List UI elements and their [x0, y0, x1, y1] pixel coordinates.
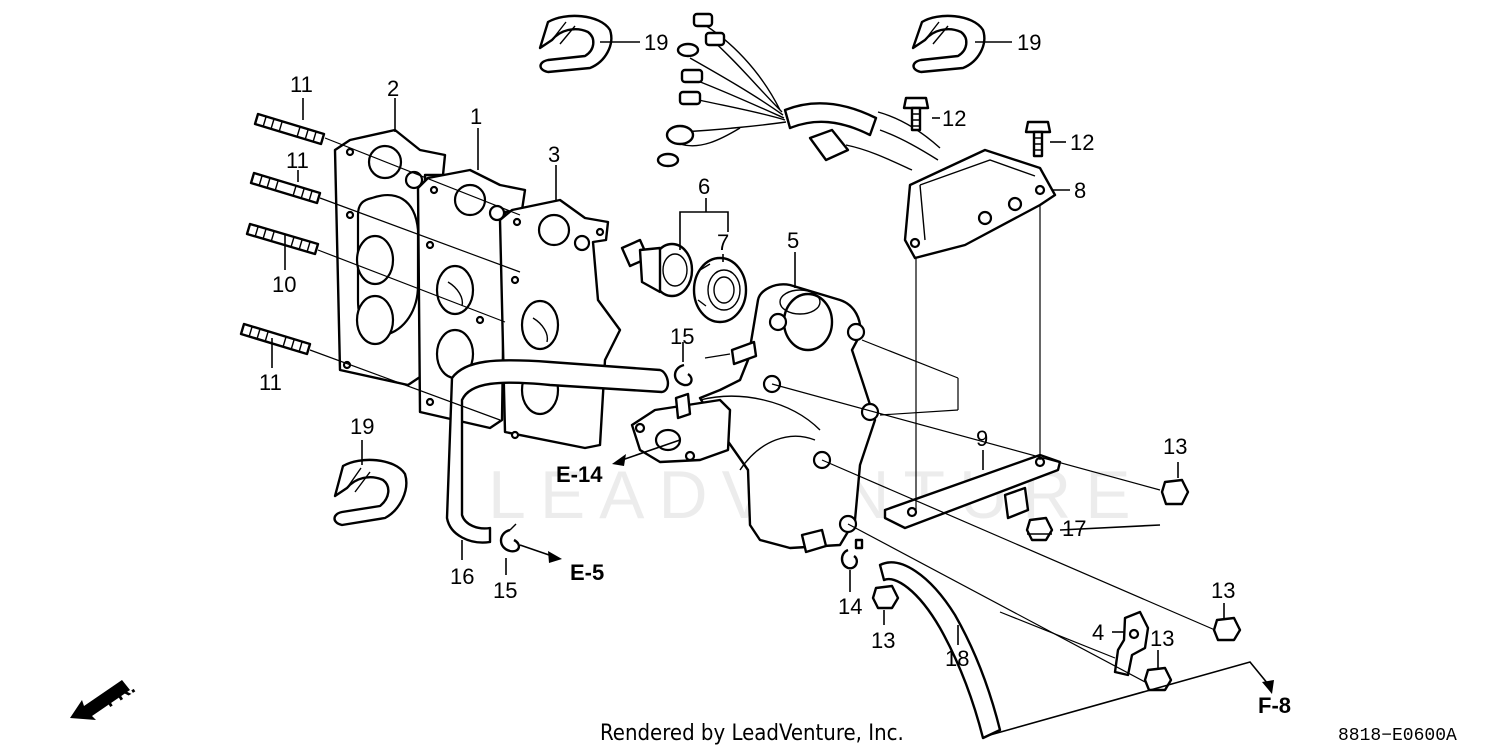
callout-11-c: 11	[259, 370, 282, 395]
callout-12-b: 12	[1070, 130, 1094, 155]
callout-7: 7	[717, 230, 729, 255]
gasket-part-3[interactable]	[498, 198, 622, 450]
clamp-part-19-left-top[interactable]	[538, 14, 613, 74]
callout-13-d: 13	[1150, 626, 1174, 651]
callout-18: 18	[945, 646, 969, 671]
nut-part-13-c[interactable]	[1212, 616, 1242, 642]
housing-part-5[interactable]	[698, 283, 880, 550]
plate-part-4[interactable]	[1113, 610, 1150, 677]
hose-part-18[interactable]	[878, 561, 1002, 740]
stud-part-10[interactable]	[245, 222, 320, 256]
callout-15-b: 15	[493, 578, 517, 603]
callout-15-a: 15	[670, 324, 694, 349]
callout-10: 10	[272, 272, 296, 297]
callout-11-b: 11	[286, 148, 309, 173]
diagram-code: 8818−E0600A	[1338, 726, 1457, 746]
clamp-part-19-left-bottom[interactable]	[333, 458, 408, 527]
gasket-part-2[interactable]	[333, 128, 447, 387]
stud-part-11-top[interactable]	[253, 112, 326, 146]
bracket-part-9[interactable]	[883, 453, 1062, 530]
clamp-part-19-right-top[interactable]	[911, 14, 986, 74]
leader-lines	[70, 41, 1274, 736]
callout-labels: 19 19 19 11 11 10 11 2 1 3 6 7 5 12 12 8…	[259, 30, 1235, 671]
callout-4: 4	[1092, 620, 1104, 645]
bolt-part-12-right[interactable]	[1024, 120, 1052, 158]
callout-16: 16	[450, 564, 474, 589]
nut-part-13-d[interactable]	[1143, 666, 1173, 692]
callout-11-a: 11	[290, 72, 313, 97]
front-arrow-icon	[70, 680, 130, 720]
callout-3: 3	[548, 142, 560, 167]
callout-9: 9	[976, 426, 988, 451]
washer-part-14[interactable]	[840, 538, 864, 570]
ignition-module-part-8[interactable]	[903, 148, 1057, 260]
stud-part-11-bottom[interactable]	[239, 322, 312, 356]
callout-8: 8	[1074, 178, 1086, 203]
nut-part-17[interactable]	[1025, 516, 1054, 542]
hose-part-16[interactable]	[445, 359, 670, 544]
ref-e5[interactable]: E-5	[570, 560, 604, 585]
stud-part-11-second[interactable]	[249, 171, 322, 205]
callout-6: 6	[698, 174, 710, 199]
callout-19-c: 19	[350, 414, 374, 439]
callout-1: 1	[470, 104, 482, 129]
clip-part-15-bottom[interactable]	[499, 523, 521, 553]
credit-text: Rendered by LeadVenture, Inc.	[600, 721, 904, 746]
wire-harness[interactable]	[656, 12, 941, 171]
fitting-connector[interactable]	[800, 528, 828, 554]
thermostat-part-6[interactable]	[620, 238, 694, 298]
ref-f8[interactable]: F-8	[1258, 693, 1291, 718]
ref-e14[interactable]: E-14	[556, 462, 603, 487]
nut-part-13-a[interactable]	[1160, 478, 1190, 506]
callout-19-b: 19	[1017, 30, 1041, 55]
callout-17: 17	[1062, 516, 1086, 541]
clip-part-15-top[interactable]	[673, 363, 693, 387]
callout-19-a: 19	[644, 30, 668, 55]
bolt-part-12-left[interactable]	[902, 96, 930, 132]
callout-12-a: 12	[942, 106, 966, 131]
callout-5: 5	[787, 228, 799, 253]
outlet-flange[interactable]	[630, 392, 732, 464]
callout-13-c: 13	[1211, 578, 1235, 603]
grommet-part-7[interactable]	[692, 256, 748, 324]
callout-13-b: 13	[871, 628, 895, 653]
direction-label: FR.	[100, 676, 139, 712]
callout-14: 14	[838, 594, 862, 619]
callout-13-a: 13	[1163, 434, 1187, 459]
callout-2: 2	[387, 76, 399, 101]
nut-part-13-b[interactable]	[871, 584, 900, 610]
